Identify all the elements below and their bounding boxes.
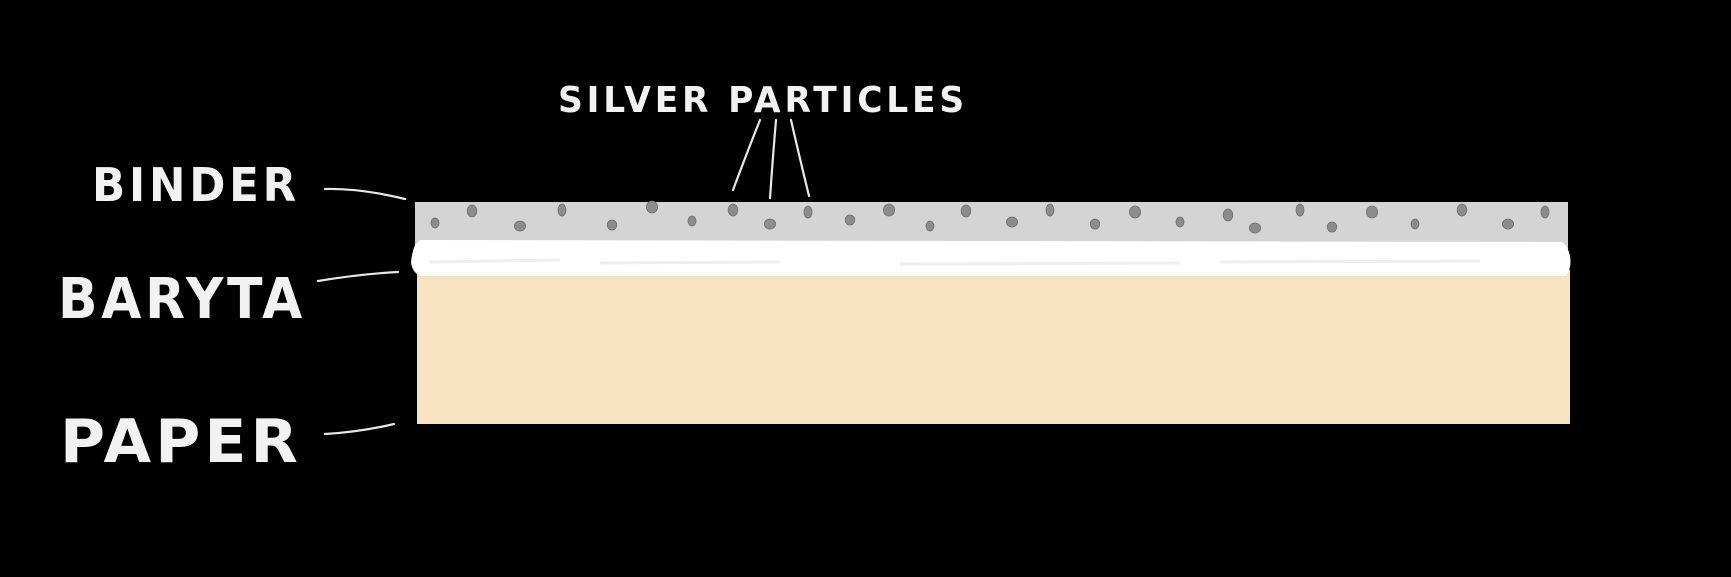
silver-particle (1540, 205, 1550, 219)
silver-particle (466, 204, 478, 218)
paper-leader-line (323, 422, 396, 436)
silver-particle (1045, 203, 1055, 217)
silver-particle (1295, 203, 1305, 217)
silver-particles-leader-line-right (789, 118, 811, 198)
silver-particle (1006, 216, 1019, 228)
silver-particle (764, 218, 777, 230)
layer-stack (411, 202, 1571, 424)
silver-particles-label: SILVER PARTICLES (558, 80, 968, 121)
silver-particle (1249, 222, 1262, 234)
silver-particle (1456, 203, 1468, 217)
binder-leader-line (323, 187, 407, 201)
paper-label: PAPER (60, 407, 302, 477)
silver-particle (727, 203, 739, 217)
silver-particle (803, 205, 813, 219)
silver-particle (557, 203, 567, 217)
silver-particles-leader-line-center (768, 118, 778, 200)
silver-particle (1502, 218, 1515, 230)
silver-particle (514, 220, 527, 232)
leader-lines (316, 118, 811, 436)
baryta-layer (411, 240, 1571, 276)
silver-particle (1222, 208, 1234, 222)
silver-particle (960, 204, 972, 218)
silver-particle (925, 220, 935, 232)
silver-particle (1129, 205, 1142, 219)
silver-particle (844, 214, 856, 226)
silver-particle (606, 219, 618, 231)
baryta-leader-line (316, 270, 400, 283)
silver-particle (687, 215, 697, 227)
silver-particle (1366, 205, 1379, 219)
baryta-label: BARYTA (58, 267, 306, 332)
silver-particle (1089, 218, 1101, 230)
silver-particle (1175, 216, 1185, 228)
silver-particle (646, 200, 659, 214)
silver-particle (1326, 221, 1338, 233)
silver-particle (1410, 218, 1420, 230)
silver-particles-leader-line-left (731, 118, 762, 192)
baryta-texture (429, 258, 1481, 266)
silver-particles (430, 200, 1550, 234)
binder-label: BINDER (92, 158, 300, 212)
paper-layer (417, 270, 1570, 424)
silver-particle (430, 217, 440, 229)
silver-particle (883, 203, 896, 217)
